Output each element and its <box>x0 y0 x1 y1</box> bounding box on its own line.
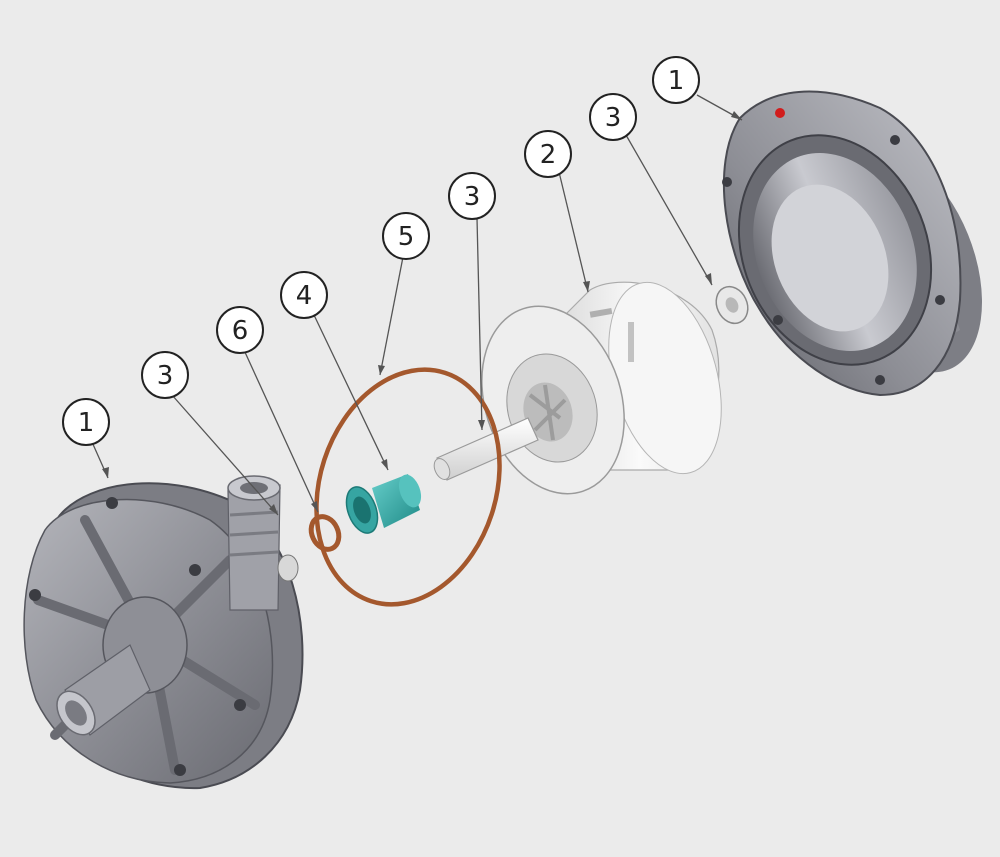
leader-arrowheads <box>102 111 742 515</box>
callout-label: 1 <box>668 66 685 96</box>
callout-front-housing: 1 <box>62 398 110 446</box>
callout-label: 4 <box>296 281 313 311</box>
callout-label: 3 <box>605 103 622 133</box>
callout-rear-housing: 1 <box>652 56 700 104</box>
callout-label: 3 <box>157 361 174 391</box>
callout-label: 2 <box>540 140 557 170</box>
callout-bushing: 4 <box>280 271 328 319</box>
callout-label: 5 <box>398 222 415 252</box>
bushing <box>345 474 422 534</box>
leader-lines <box>91 94 743 516</box>
small-o-ring <box>308 514 342 552</box>
callout-small-o-ring: 6 <box>216 306 264 354</box>
rear-thrust-washer <box>715 285 749 325</box>
callout-label: 6 <box>232 316 249 346</box>
callout-impeller: 2 <box>524 130 572 178</box>
shaft <box>433 417 539 481</box>
rear-housing <box>722 90 983 397</box>
red-dot-marker <box>775 108 785 118</box>
callout-label: 3 <box>464 182 481 212</box>
impeller-magnet <box>481 281 722 495</box>
callout-front-washer: 3 <box>141 351 189 399</box>
front-housing <box>23 475 304 790</box>
callout-rear-washer: 3 <box>589 93 637 141</box>
large-o-ring <box>314 367 502 607</box>
callout-shaft: 3 <box>448 172 496 220</box>
callout-o-ring: 5 <box>382 212 430 260</box>
callout-label: 1 <box>78 408 95 438</box>
